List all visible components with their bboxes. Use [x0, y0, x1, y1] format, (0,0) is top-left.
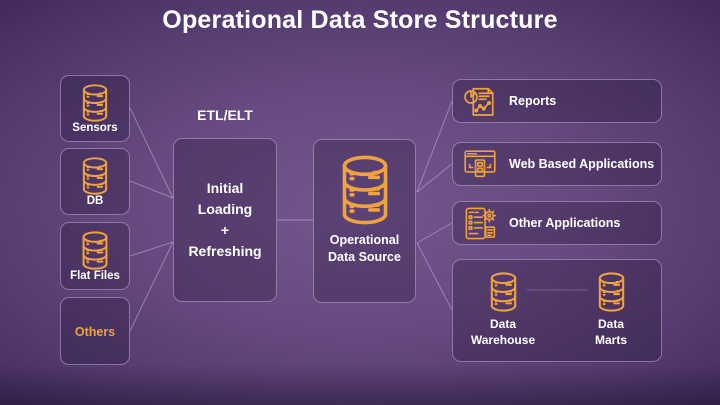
- etl-heading: ETL/ELT: [197, 107, 253, 123]
- source-label: Sensors: [72, 122, 118, 134]
- database-icon: [77, 231, 113, 270]
- source-box-others: Others: [60, 297, 130, 365]
- storage-label: Data Marts: [594, 317, 627, 347]
- process-box-initial-loading: Initial Loading + Refreshing: [173, 138, 277, 302]
- source-label: Flat Files: [70, 270, 120, 282]
- consumer-label: Other Applications: [509, 216, 621, 230]
- source-box-db: DB: [60, 148, 130, 215]
- database-icon: [487, 272, 520, 312]
- database-icon: [77, 84, 113, 122]
- ods-label: Operational Data Source: [328, 233, 401, 264]
- consumer-label: Reports: [509, 94, 557, 108]
- report-icon: [463, 85, 497, 118]
- storage-group-box: Data Warehouse Data Marts: [452, 259, 662, 362]
- process-label: Initial Loading + Refreshing: [188, 180, 262, 259]
- ods-box: Operational Data Source: [313, 139, 416, 303]
- page-title: Operational Data Store Structure: [162, 6, 558, 34]
- source-box-flat-files: Flat Files: [60, 222, 130, 290]
- database-icon: [336, 155, 394, 225]
- database-icon: [77, 157, 113, 195]
- source-label: Others: [74, 324, 116, 339]
- consumer-label: Web Based Applications: [509, 157, 655, 171]
- consumer-box-other-applications: Other Applications: [452, 201, 662, 245]
- consumer-box-reports: Reports: [452, 79, 662, 123]
- data-warehouse-item: Data Warehouse: [462, 272, 544, 348]
- source-label: DB: [86, 195, 104, 207]
- data-marts-item: Data Marts: [570, 272, 652, 348]
- storage-label: Data Warehouse: [470, 317, 536, 347]
- database-icon: [595, 272, 628, 312]
- source-box-sensors: Sensors: [60, 75, 130, 142]
- consumer-box-web-based-applications: Web Based Applications: [452, 142, 662, 186]
- web-browser-icon: [463, 148, 497, 181]
- application-gear-icon: [463, 207, 497, 240]
